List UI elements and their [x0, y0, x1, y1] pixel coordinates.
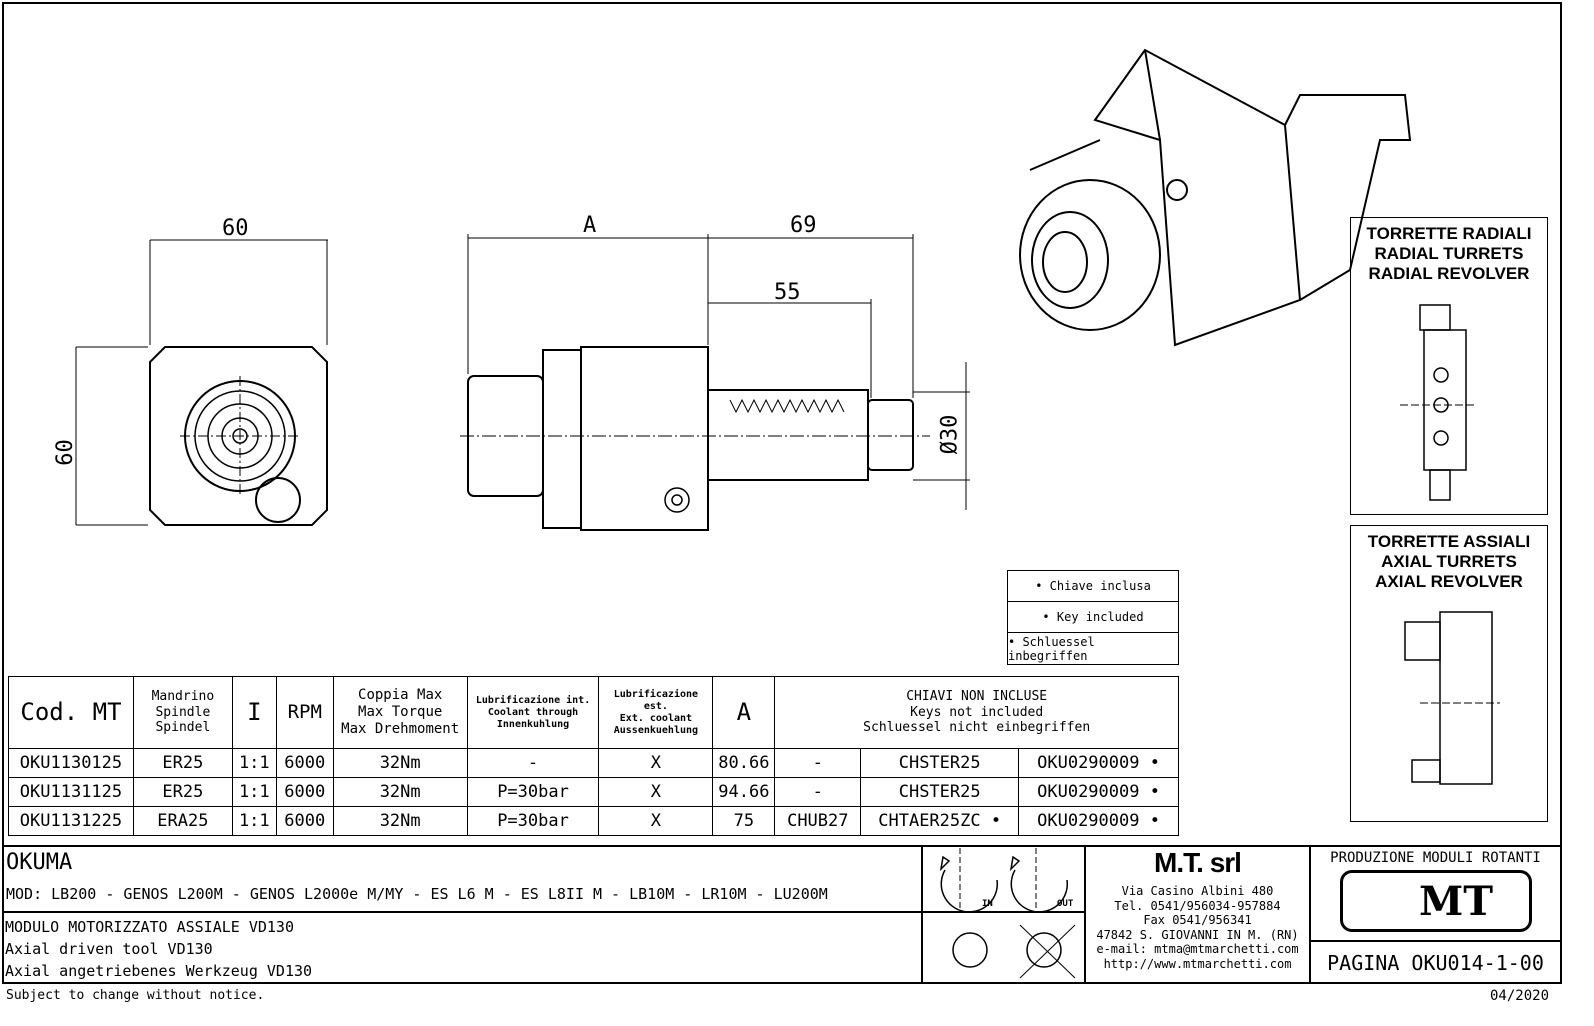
table-cell: 94.66	[712, 777, 776, 807]
radial-turrets-panel: TORRETTE RADIALI RADIAL TURRETS RADIAL R…	[1350, 217, 1548, 515]
dim-length-a: A	[583, 213, 597, 238]
key-legend-item: • Schluessel inbegriffen	[1008, 634, 1095, 663]
footer-date: 04/2020	[1490, 988, 1550, 1004]
front-view	[75, 239, 328, 526]
table-cell: CHUB27	[774, 806, 862, 836]
axial-turrets-panel: TORRETTE ASSIALI AXIAL TURRETS AXIAL REV…	[1350, 525, 1548, 822]
table-cell: 75	[712, 806, 776, 836]
dim-front-height: 60	[52, 439, 78, 466]
key-legend: • Chiave inclusa • Key included • Schlue…	[1007, 570, 1179, 665]
table-cell: P=30bar	[466, 777, 600, 807]
production-cell	[1309, 845, 1562, 984]
brand: OKUMA	[6, 850, 73, 875]
table-cell: OKU1130125	[8, 748, 134, 778]
company-name: M.T. srl	[1154, 847, 1242, 878]
table-cell: 1:1	[231, 748, 277, 778]
page-number: PAGINA OKU014-1-00	[1327, 951, 1544, 975]
divider	[1309, 940, 1562, 942]
table-cell: 32Nm	[332, 777, 468, 807]
table-cell: OKU1131125	[8, 777, 134, 807]
drawing-frame	[2, 2, 1562, 984]
table-cell: X	[598, 777, 714, 807]
table-cell: ER25	[132, 777, 233, 807]
panel-title: AXIAL TURRETS	[1381, 552, 1517, 571]
table-cell: 80.66	[712, 748, 776, 778]
table-cell: OKU0290009 •	[1018, 806, 1179, 836]
key-legend-item: • Chiave inclusa	[1008, 571, 1178, 602]
table-cell: -	[774, 777, 862, 807]
panel-title: RADIAL REVOLVER	[1368, 264, 1530, 283]
dim-length-55: 55	[774, 280, 801, 305]
key-legend-item: • Key included	[1008, 602, 1178, 633]
panel-title: TORRETTE ASSIALI	[1367, 532, 1531, 551]
table-cell: CHSTER25	[860, 748, 1020, 778]
rotation-in-label: IN	[982, 899, 993, 909]
axial-turret-sketch	[1404, 611, 1500, 785]
table-cell: 1:1	[231, 806, 277, 836]
table-cell: ERA25	[132, 806, 233, 836]
panel-title: TORRETTE RADIALI	[1366, 224, 1532, 243]
panel-title: AXIAL REVOLVER	[1375, 572, 1523, 591]
table-cell: 6000	[275, 806, 334, 836]
header-a: A	[712, 676, 776, 749]
header-ratio: I	[231, 676, 277, 749]
table-cell: 6000	[275, 748, 334, 778]
panel-title: RADIAL TURRETS	[1374, 244, 1524, 263]
table-cell: OKU0290009 •	[1018, 748, 1179, 778]
mt-logo: MT	[1340, 870, 1532, 932]
table-cell: ER25	[132, 748, 233, 778]
table-cell: -	[466, 748, 600, 778]
table-cell: 32Nm	[332, 748, 468, 778]
footer-notice: Subject to change without notice.	[6, 988, 265, 1003]
production-label: PRODUZIONE MODULI ROTANTI	[1330, 850, 1541, 866]
dim-length-69: 69	[790, 213, 817, 238]
table-cell: X	[598, 748, 714, 778]
radial-turret-sketch	[1400, 304, 1475, 501]
dim-front-width: 60	[222, 216, 249, 241]
header-rpm: RPM	[275, 676, 334, 749]
table-cell: -	[774, 748, 862, 778]
table-cell: CHTAER25ZC •	[860, 806, 1020, 836]
table-cell: 1:1	[231, 777, 277, 807]
table-cell: OKU0290009 •	[1018, 777, 1179, 807]
side-view	[460, 234, 970, 531]
table-cell: X	[598, 806, 714, 836]
table-cell: CHSTER25	[860, 777, 1020, 807]
rotation-out-label: OUT	[1057, 899, 1074, 909]
table-cell: OKU1131225	[8, 806, 134, 836]
table-cell: 32Nm	[332, 806, 468, 836]
table-cell: P=30bar	[466, 806, 600, 836]
models-list: MOD: LB200 - GENOS L200M - GENOS L2000e …	[6, 885, 828, 903]
rotation-cell	[921, 845, 1086, 984]
dim-diameter: Ø30	[937, 414, 963, 455]
header-code: Cod. MT	[8, 676, 134, 749]
table-cell: 6000	[275, 777, 334, 807]
divider	[921, 911, 1086, 913]
